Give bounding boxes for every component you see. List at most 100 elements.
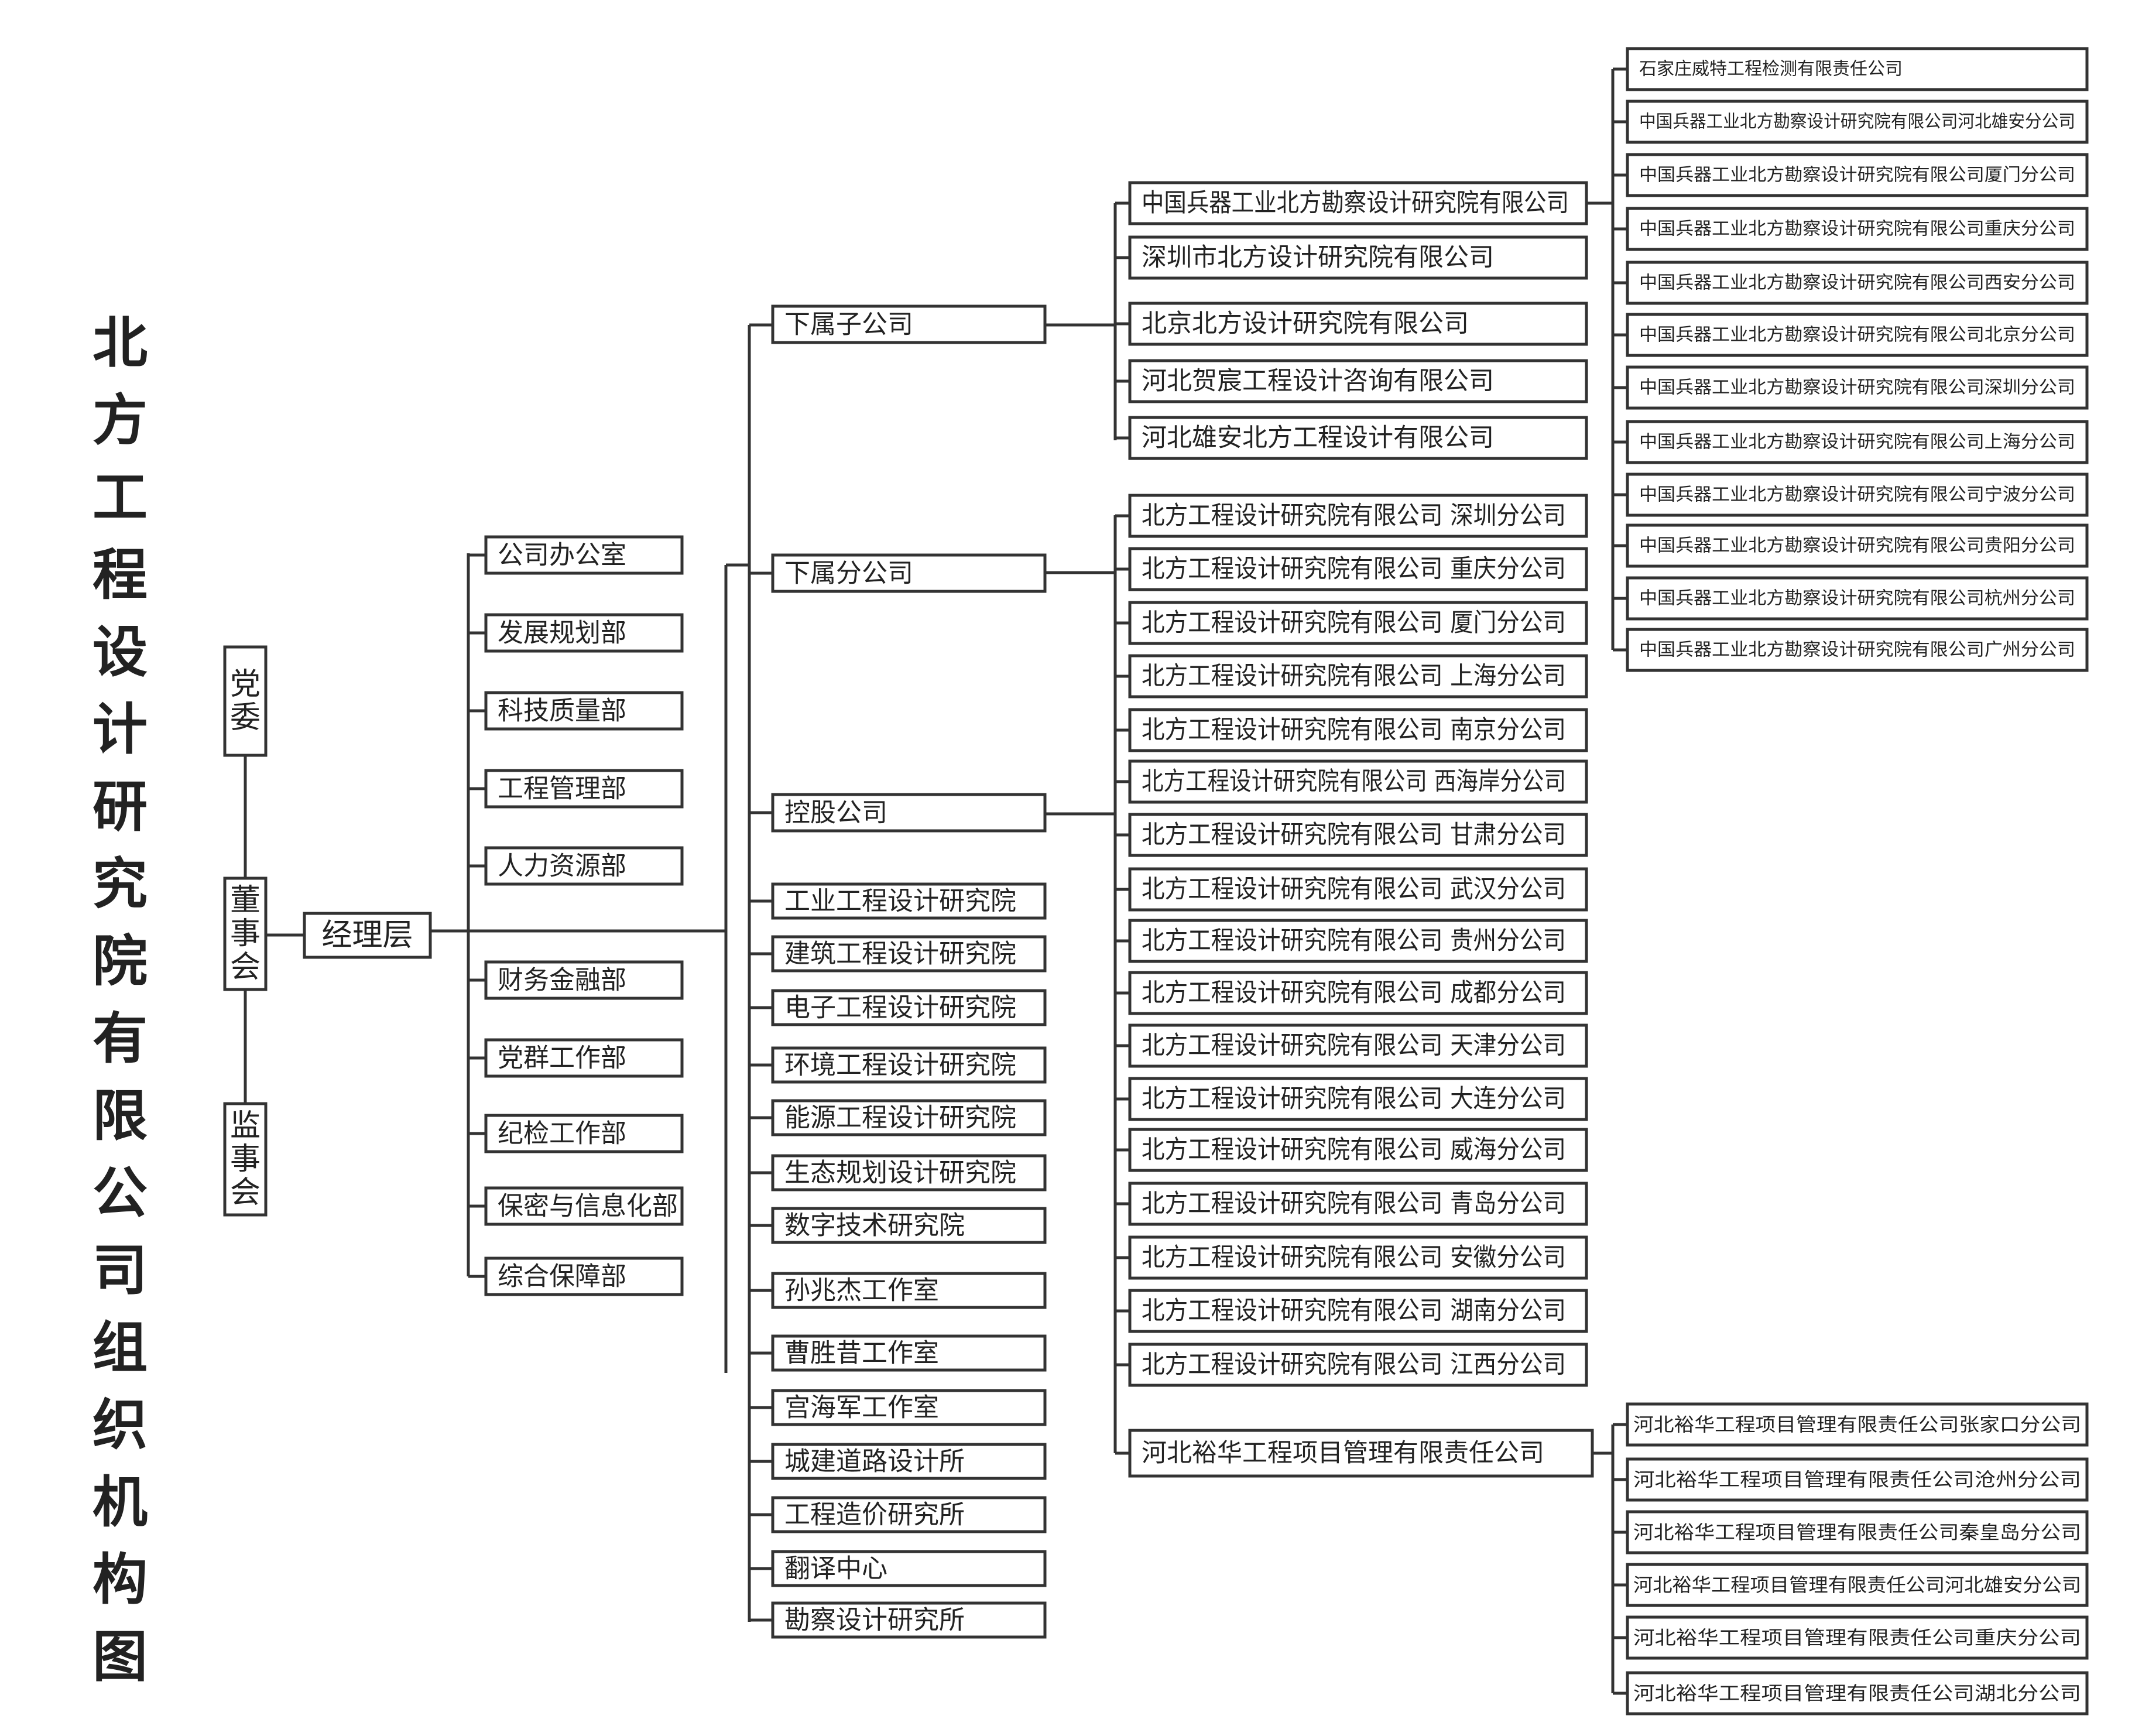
survey-sub-box: 中国兵器工业北方勘察设计研究院有限公司贵阳分公司 xyxy=(1626,523,2089,568)
holding-sub-box-label: 河北裕华工程项目管理有限责任公司湖北分公司 xyxy=(1633,1682,2081,1704)
title-char: 方 xyxy=(92,388,148,453)
survey-sub-box-label: 中国兵器工业北方勘察设计研究院有限公司北京分公司 xyxy=(1639,325,2075,345)
survey-sub-box-label: 中国兵器工业北方勘察设计研究院有限公司广州分公司 xyxy=(1639,640,2075,660)
survey-sub-box: 中国兵器工业北方勘察设计研究院有限公司深圳分公司 xyxy=(1626,365,2089,410)
branch-box: 北方工程设计研究院有限公司 江西分公司 xyxy=(1128,1343,1588,1387)
title-char: 机 xyxy=(92,1470,148,1535)
branch-box-label: 北方工程设计研究院有限公司 成都分公司 xyxy=(1142,978,1566,1008)
survey-sub-box-label: 中国兵器工业北方勘察设计研究院有限公司重庆分公司 xyxy=(1639,219,2075,239)
department-box: 纪检工作部 xyxy=(484,1114,684,1153)
branch-box-label: 北方工程设计研究院有限公司 江西分公司 xyxy=(1142,1350,1566,1379)
svg-text:会: 会 xyxy=(230,1175,261,1210)
unit-box: 宫海军工作室 xyxy=(771,1389,1047,1426)
department-box-label: 财务金融部 xyxy=(498,965,626,995)
connector-lines xyxy=(244,67,1627,1695)
title-char: 公 xyxy=(92,1161,148,1225)
branch-box: 北方工程设计研究院有限公司 上海分公司 xyxy=(1128,654,1588,698)
branch-box: 北方工程设计研究院有限公司 重庆分公司 xyxy=(1128,547,1588,591)
svg-text:监: 监 xyxy=(230,1108,261,1143)
survey-sub-box-label: 中国兵器工业北方勘察设计研究院有限公司宁波分公司 xyxy=(1639,485,2075,505)
unit-box-label: 工业工程设计研究院 xyxy=(784,886,1016,916)
department-box: 工程管理部 xyxy=(484,769,684,809)
unit-box-label: 翻译中心 xyxy=(784,1554,887,1584)
title-char: 计 xyxy=(92,697,148,762)
party-committee-box: 党委 xyxy=(223,645,268,757)
survey-sub-box-label: 中国兵器工业北方勘察设计研究院有限公司西安分公司 xyxy=(1639,273,2075,293)
svg-text:事: 事 xyxy=(230,916,261,951)
subsidiary-box: 深圳市北方设计研究院有限公司 xyxy=(1128,235,1588,280)
unit-box-label: 下属分公司 xyxy=(784,559,913,588)
title-char: 织 xyxy=(92,1393,148,1457)
title-char: 有 xyxy=(92,1006,148,1071)
holding-sub-box-label: 河北裕华工程项目管理有限责任公司张家口分公司 xyxy=(1633,1413,2081,1436)
branch-box: 北方工程设计研究院有限公司 西海岸分公司 xyxy=(1128,759,1588,804)
branch-box-label: 北方工程设计研究院有限公司 上海分公司 xyxy=(1142,662,1566,691)
holding-sub-box: 河北裕华工程项目管理有限责任公司重庆分公司 xyxy=(1626,1615,2089,1660)
subsidiary-box: 北京北方设计研究院有限公司 xyxy=(1128,302,1588,346)
branch-box-label: 北方工程设计研究院有限公司 南京分公司 xyxy=(1142,715,1566,745)
department-box-label: 公司办公室 xyxy=(498,540,626,570)
survey-sub-box: 中国兵器工业北方勘察设计研究院有限公司杭州分公司 xyxy=(1626,576,2089,621)
survey-sub-box: 中国兵器工业北方勘察设计研究院有限公司西安分公司 xyxy=(1626,261,2089,305)
branch-box: 北方工程设计研究院有限公司 威海分公司 xyxy=(1128,1128,1588,1172)
survey-sub-box: 中国兵器工业北方勘察设计研究院有限公司上海分公司 xyxy=(1626,420,2089,464)
department-box-label: 党群工作部 xyxy=(498,1043,626,1073)
department-box-label: 综合保障部 xyxy=(498,1262,626,1292)
branch-box: 北方工程设计研究院有限公司 武汉分公司 xyxy=(1128,867,1588,912)
title-char: 司 xyxy=(92,1238,148,1303)
survey-sub-box: 中国兵器工业北方勘察设计研究院有限公司重庆分公司 xyxy=(1626,207,2089,251)
subsidiary-box-label: 深圳市北方设计研究院有限公司 xyxy=(1142,243,1494,272)
unit-box-label: 工程造价研究所 xyxy=(784,1500,965,1530)
branch-box-label: 北方工程设计研究院有限公司 安徽分公司 xyxy=(1142,1243,1566,1272)
department-box-label: 人力资源部 xyxy=(498,851,626,881)
branch-box: 北方工程设计研究院有限公司 成都分公司 xyxy=(1128,971,1588,1015)
title-char: 程 xyxy=(92,543,148,607)
department-box-label: 工程管理部 xyxy=(498,774,626,804)
branch-box-label: 北方工程设计研究院有限公司 大连分公司 xyxy=(1142,1084,1566,1114)
survey-sub-box-label: 中国兵器工业北方勘察设计研究院有限公司杭州分公司 xyxy=(1639,588,2075,609)
department-box: 科技质量部 xyxy=(484,691,684,731)
survey-sub-box: 中国兵器工业北方勘察设计研究院有限公司河北雄安分公司 xyxy=(1626,100,2089,144)
department-box-label: 纪检工作部 xyxy=(498,1119,626,1149)
holding-sub-box: 河北裕华工程项目管理有限责任公司河北雄安分公司 xyxy=(1626,1563,2089,1607)
unit-box-label: 宫海军工作室 xyxy=(784,1393,939,1423)
branch-box: 北方工程设计研究院有限公司 安徽分公司 xyxy=(1128,1235,1588,1280)
holding-sub-box: 河北裕华工程项目管理有限责任公司湖北分公司 xyxy=(1626,1671,2089,1716)
unit-box-label: 建筑工程设计研究院 xyxy=(784,939,1016,969)
title-char: 图 xyxy=(92,1625,148,1689)
org-boxes: 党委董事会监事会经理层公司办公室发展规划部科技质量部工程管理部人力资源部财务金融… xyxy=(223,47,2089,1716)
survey-sub-box-label: 中国兵器工业北方勘察设计研究院有限公司河北雄安分公司 xyxy=(1639,112,2075,132)
department-box: 公司办公室 xyxy=(484,535,684,575)
holding-sub-box: 河北裕华工程项目管理有限责任公司秦皇岛分公司 xyxy=(1626,1510,2089,1554)
unit-box-label: 环境工程设计研究院 xyxy=(784,1050,1016,1080)
unit-box: 下属分公司 xyxy=(771,553,1047,593)
subsidiary-box-label: 北京北方设计研究院有限公司 xyxy=(1142,309,1469,338)
unit-box-label: 勘察设计研究所 xyxy=(784,1605,965,1635)
department-box: 保密与信息化部 xyxy=(484,1186,684,1226)
unit-box: 电子工程设计研究院 xyxy=(771,989,1047,1026)
branch-box: 北方工程设计研究院有限公司 南京分公司 xyxy=(1128,708,1588,752)
branch-box-label: 北方工程设计研究院有限公司 深圳分公司 xyxy=(1142,501,1566,530)
title-char: 研 xyxy=(92,775,148,839)
unit-box-label: 能源工程设计研究院 xyxy=(784,1103,1016,1133)
department-box-label: 发展规划部 xyxy=(498,618,626,648)
branch-box-label: 北方工程设计研究院有限公司 重庆分公司 xyxy=(1142,554,1566,584)
branch-box: 北方工程设计研究院有限公司 厦门分公司 xyxy=(1128,601,1588,645)
holding-sub-box-label: 河北裕华工程项目管理有限责任公司秦皇岛分公司 xyxy=(1633,1521,2081,1543)
survey-sub-box-label: 石家庄威特工程检测有限责任公司 xyxy=(1639,59,1903,80)
department-box: 党群工作部 xyxy=(484,1038,684,1078)
title-char: 构 xyxy=(92,1547,148,1612)
svg-text:会: 会 xyxy=(230,950,261,985)
unit-box: 环境工程设计研究院 xyxy=(771,1046,1047,1084)
branch-box: 北方工程设计研究院有限公司 湖南分公司 xyxy=(1128,1289,1588,1333)
title-char: 组 xyxy=(92,1316,148,1380)
branch-box: 北方工程设计研究院有限公司 天津分公司 xyxy=(1128,1023,1588,1068)
survey-sub-box-label: 中国兵器工业北方勘察设计研究院有限公司贵阳分公司 xyxy=(1639,536,2075,556)
unit-box: 城建道路设计所 xyxy=(771,1443,1047,1480)
subsidiary-box: 河北贺宸工程设计咨询有限公司 xyxy=(1128,359,1588,403)
department-box: 综合保障部 xyxy=(484,1256,684,1296)
subsidiary-box: 河北雄安北方工程设计有限公司 xyxy=(1128,416,1588,460)
unit-box: 翻译中心 xyxy=(771,1550,1047,1587)
holding-sub-box: 河北裕华工程项目管理有限责任公司张家口分公司 xyxy=(1626,1402,2089,1447)
